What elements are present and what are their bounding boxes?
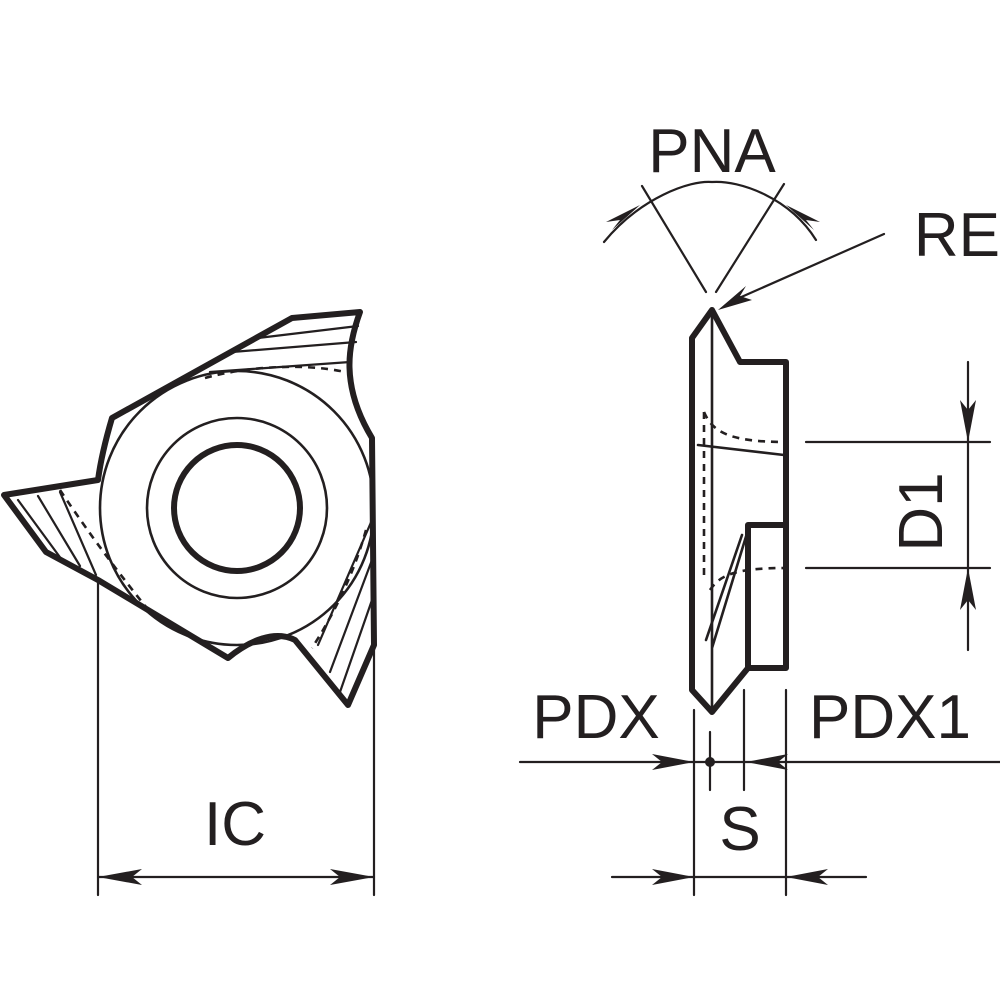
re-label: RE — [914, 201, 1000, 270]
pdx-label: PDX — [532, 683, 659, 752]
hidden-edge-upper — [204, 365, 346, 380]
pdx1-arrow — [746, 754, 788, 770]
ic-label: IC — [204, 790, 266, 859]
hidden-edge-right — [310, 529, 368, 649]
d1-label: D1 — [887, 472, 956, 551]
countersink-circle — [145, 416, 329, 600]
side-hidden-upper — [702, 411, 787, 444]
ic-arrow-left — [98, 869, 142, 885]
side-hidden-lower — [708, 566, 787, 591]
tip-flank-left — [16, 490, 98, 577]
pdx-center-dot — [705, 757, 715, 767]
pna-arrow-left — [606, 205, 640, 230]
pna-leg-left — [640, 184, 708, 294]
re-leader — [728, 232, 886, 304]
s-arrow-left — [652, 869, 694, 885]
insert-side-view: PNA RE D1 PDX PDX1 S — [518, 117, 1000, 897]
d1-arrow-top — [960, 400, 976, 442]
side-view-edge — [710, 310, 750, 714]
insert-outline — [1, 309, 377, 708]
tip-flank-right — [316, 518, 374, 694]
re-arrow — [718, 286, 752, 310]
s-arrow-right — [786, 869, 828, 885]
pna-leg-right — [714, 182, 786, 294]
pdx1-label: PDX1 — [809, 683, 971, 752]
ic-arrow-right — [330, 869, 374, 885]
hidden-edge-left — [58, 489, 152, 613]
s-label: S — [719, 795, 760, 864]
pna-arrow-right — [786, 205, 820, 230]
d1-arrow-bottom — [960, 568, 976, 610]
pna-label: PNA — [648, 117, 776, 186]
insert-body-circle — [98, 369, 376, 647]
side-view-outline — [689, 307, 789, 715]
pna-arc — [602, 180, 818, 244]
insert-top-view: IC — [1, 309, 377, 897]
mounting-hole-circle — [171, 442, 303, 574]
pdx-arrow — [652, 754, 694, 770]
side-view-notch — [745, 522, 789, 671]
side-view-flank-lower — [704, 533, 744, 642]
side-view-flank-upper — [696, 443, 786, 457]
